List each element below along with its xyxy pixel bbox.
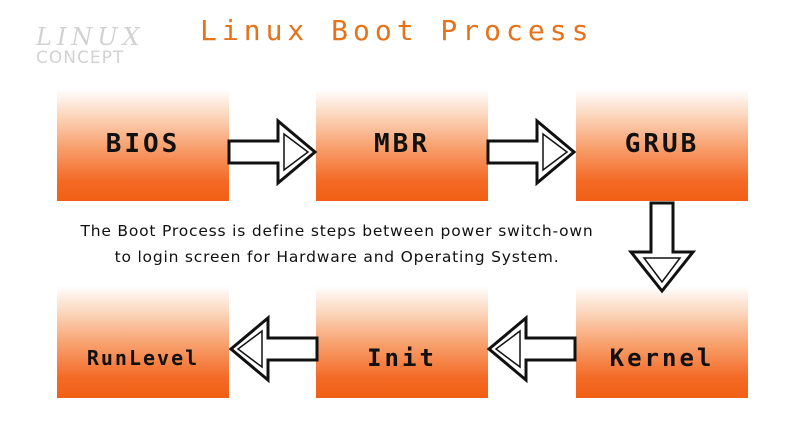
box-init: Init [316, 286, 488, 398]
arrow-down-icon [627, 201, 697, 294]
box-runlevel: RunLevel [57, 286, 229, 398]
logo-line-2: CONCEPT [36, 48, 125, 68]
box-init-label: Init [367, 344, 437, 372]
box-grub: GRUB [576, 89, 748, 201]
description-line-2: to login screen for Hardware and Operati… [114, 248, 560, 266]
box-mbr: MBR [316, 89, 488, 201]
box-kernel: Kernel [576, 286, 748, 398]
arrow-right-icon [227, 117, 318, 187]
description-line-1: The Boot Process is define steps between… [80, 222, 594, 240]
logo-line-1: LINUX [36, 23, 145, 51]
arrow-left-icon [228, 314, 319, 384]
box-grub-label: GRUB [624, 129, 700, 159]
box-kernel-label: Kernel [609, 344, 715, 372]
box-bios: BIOS [57, 89, 229, 201]
linux-concept-logo: LINUX CONCEPT [36, 24, 168, 68]
arrow-right-icon [486, 117, 577, 187]
arrow-left-icon [486, 314, 577, 384]
description-text: The Boot Process is define steps between… [22, 218, 652, 270]
diagram-title: Linux Boot Process [200, 14, 594, 47]
box-runlevel-label: RunLevel [86, 346, 200, 370]
box-bios-label: BIOS [105, 129, 181, 159]
box-mbr-label: MBR [374, 129, 430, 159]
